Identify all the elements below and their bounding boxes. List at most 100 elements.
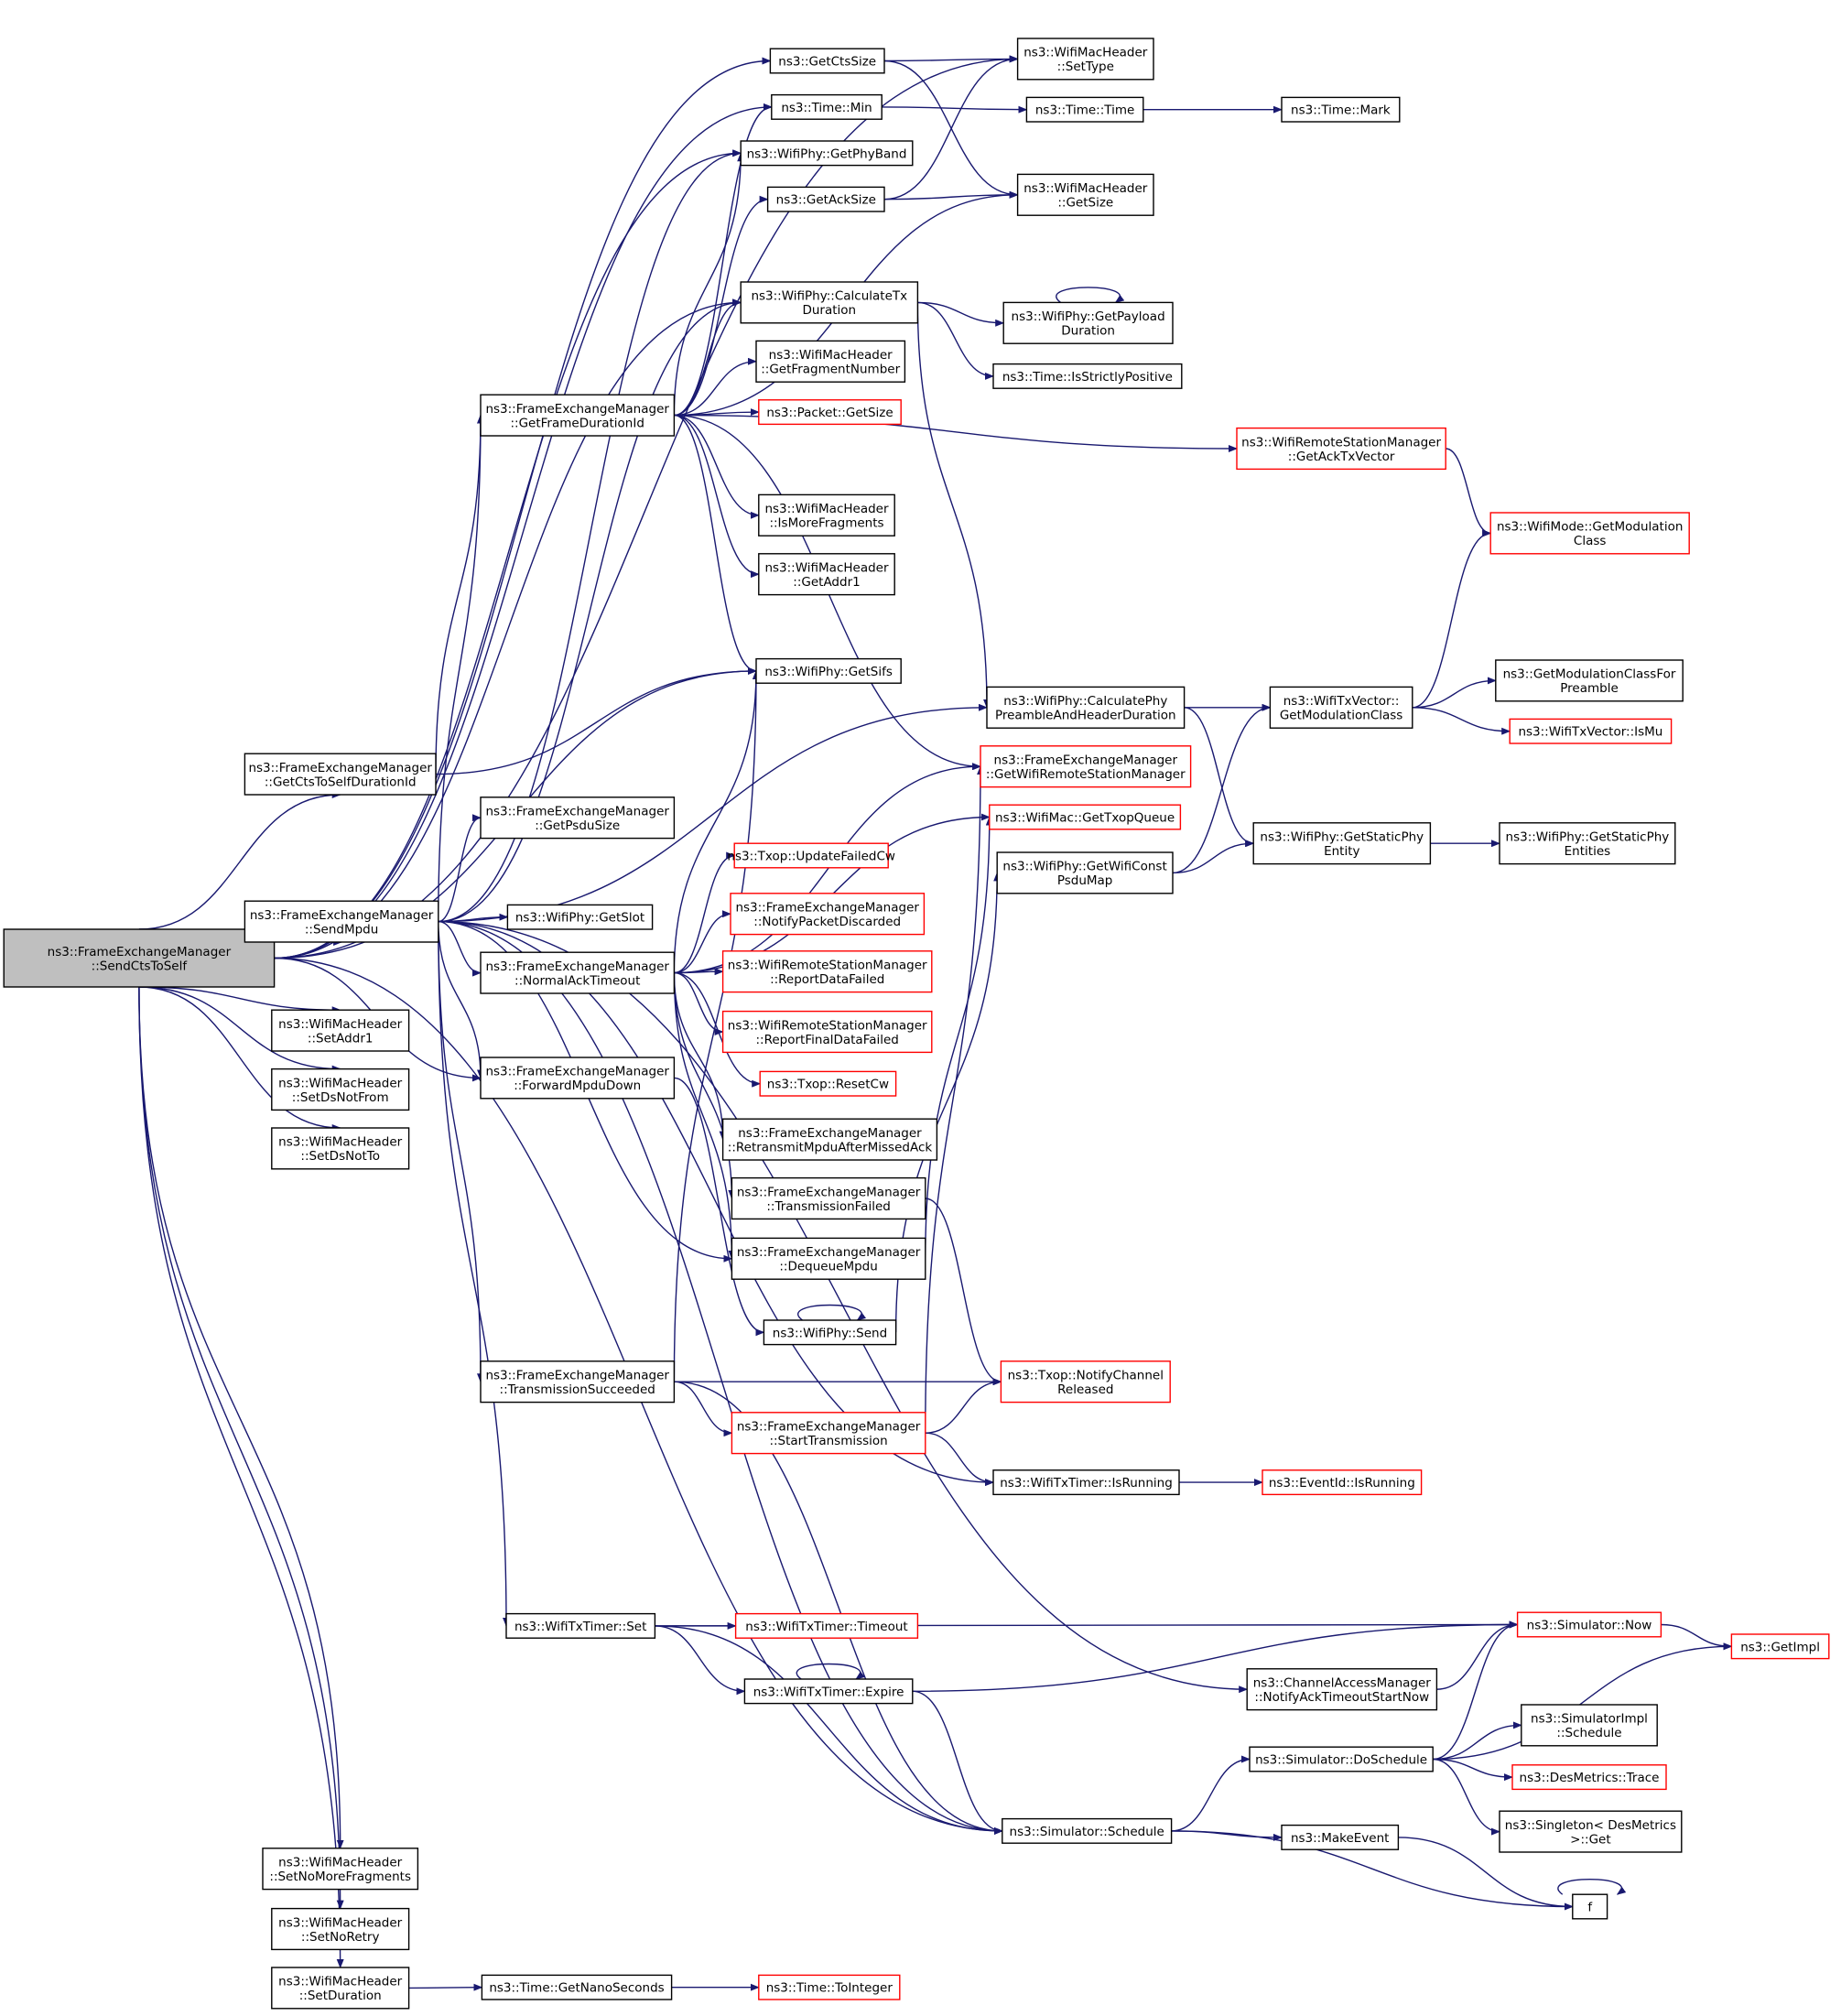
edge-dosched-to-singleton	[1433, 1758, 1500, 1836]
node-ismu[interactable]: ns3::WifiTxVector::IsMu	[1509, 718, 1673, 744]
edge-sendmpdu-to-getphyband	[438, 149, 742, 923]
node-simsched[interactable]: ns3::Simulator::Schedule	[1002, 1817, 1173, 1844]
node-getnanosec[interactable]: ns3::Time::GetNanoSeconds	[481, 1974, 673, 2000]
node-box	[3, 928, 276, 988]
node-f[interactable]: f	[1572, 1893, 1608, 1920]
node-tointeger[interactable]: ns3::Time::ToInteger	[758, 1974, 901, 2000]
node-label: ::NotifyAckTimeoutStartNow	[1254, 1690, 1429, 1705]
node-simnow[interactable]: ns3::Simulator::Now	[1516, 1611, 1662, 1638]
node-repdatafail[interactable]: ns3::WifiRemoteStationManager::ReportDat…	[721, 950, 933, 993]
node-getaddr1[interactable]: ns3::WifiMacHeader::GetAddr1	[758, 553, 895, 596]
node-fwdmpdu[interactable]: ns3::FrameExchangeManager::ForwardMpduDo…	[480, 1057, 676, 1100]
node-strictpos[interactable]: ns3::Time::IsStrictlyPositive	[992, 363, 1183, 389]
edge-dequeue-to-gettxopq	[925, 816, 993, 1259]
node-setduration[interactable]: ns3::WifiMacHeader::SetDuration	[271, 1967, 410, 2010]
node-ismorefrag[interactable]: ns3::WifiMacHeader::IsMoreFragments	[758, 493, 895, 537]
node-sendmpdu[interactable]: ns3::FrameExchangeManager::SendMpdu	[244, 900, 439, 943]
node-calcphy[interactable]: ns3::WifiPhy::CalculatePhyPreambleAndHea…	[986, 686, 1186, 729]
node-packetgetsize[interactable]: ns3::Packet::GetSize	[758, 399, 902, 426]
node-getctsdur[interactable]: ns3::FrameExchangeManager::GetCtsToSelfD…	[244, 753, 437, 796]
node-setnoretry[interactable]: ns3::WifiMacHeader::SetNoRetry	[271, 1907, 410, 1951]
node-label: ::StartTransmission	[769, 1434, 887, 1448]
node-singleton[interactable]: ns3::Singleton< DesMetrics>::Get	[1499, 1810, 1683, 1853]
node-getframedur[interactable]: ns3::FrameExchangeManager::GetFrameDurat…	[480, 394, 676, 437]
node-retransmit[interactable]: ns3::FrameExchangeManager::RetransmitMpd…	[721, 1118, 938, 1161]
node-notifydisc[interactable]: ns3::FrameExchangeManager::NotifyPacketD…	[730, 893, 926, 936]
node-timerset[interactable]: ns3::WifiTxTimer::Set	[505, 1612, 656, 1639]
node-getctssize[interactable]: ns3::GetCtsSize	[769, 48, 885, 74]
node-setaddr1[interactable]: ns3::WifiMacHeader::SetAddr1	[271, 1009, 410, 1052]
node-repfinalfail[interactable]: ns3::WifiRemoteStationManager::ReportFin…	[721, 1010, 933, 1054]
node-starttx[interactable]: ns3::FrameExchangeManager::StartTransmis…	[731, 1412, 926, 1455]
node-notifyack[interactable]: ns3::ChannelAccessManager::NotifyAckTime…	[1246, 1668, 1438, 1711]
node-timemark[interactable]: ns3::Time::Mark	[1281, 96, 1401, 123]
node-getsifs[interactable]: ns3::WifiPhy::GetSifs	[755, 657, 902, 684]
node-getslot[interactable]: ns3::WifiPhy::GetSlot	[506, 904, 654, 930]
edge-getctsdur-to-getframedur	[435, 414, 484, 775]
node-txsucc[interactable]: ns3::FrameExchangeManager::TransmissionS…	[480, 1360, 676, 1404]
edge-txvgetclass-to-modgetclass	[1412, 529, 1492, 709]
node-box	[758, 553, 895, 596]
node-label: ns3::FrameExchangeManager	[738, 1126, 922, 1141]
node-getpsdusize[interactable]: ns3::FrameExchangeManager::GetPsduSize	[480, 797, 676, 840]
node-timerisrun[interactable]: ns3::WifiTxTimer::IsRunning	[992, 1469, 1180, 1496]
node-dequeue[interactable]: ns3::FrameExchangeManager::DequeueMpdu	[731, 1237, 926, 1280]
edge-getctssize-to-settype	[883, 55, 1019, 63]
node-timetime[interactable]: ns3::Time::Time	[1025, 96, 1144, 123]
node-getimpl[interactable]: ns3::GetImpl	[1730, 1633, 1830, 1660]
node-label: ns3::DesMetrics::Trace	[1520, 1771, 1660, 1785]
node-getfragnum[interactable]: ns3::WifiMacHeader::GetFragmentNumber	[755, 340, 906, 383]
node-eventisrun[interactable]: ns3::EventId::IsRunning	[1262, 1469, 1423, 1496]
node-root[interactable]: ns3::FrameExchangeManager::SendCtsToSelf	[3, 928, 276, 988]
node-label: ns3::WifiPhy::GetPayload	[1012, 309, 1165, 324]
node-modgetclass[interactable]: ns3::WifiMode::GetModulationClass	[1489, 512, 1690, 555]
node-timemin[interactable]: ns3::Time::Min	[771, 93, 883, 120]
node-box	[980, 745, 1192, 788]
node-label: ns3::ChannelAccessManager	[1253, 1675, 1432, 1690]
node-gettxopq[interactable]: ns3::WifiMac::GetTxopQueue	[989, 804, 1182, 830]
node-resetcw[interactable]: ns3::Txop::ResetCw	[759, 1070, 897, 1097]
node-label: Released	[1057, 1382, 1113, 1397]
node-normalack[interactable]: ns3::FrameExchangeManager::NormalAckTime…	[480, 951, 676, 994]
node-getwrsm[interactable]: ns3::FrameExchangeManager::GetWifiRemote…	[980, 745, 1192, 788]
node-box	[480, 1057, 676, 1100]
edge-getframedur-to-getfragnum	[674, 357, 757, 417]
node-simimplsched[interactable]: ns3::SimulatorImpl::Schedule	[1521, 1704, 1658, 1747]
node-txvgetclass[interactable]: ns3::WifiTxVector::GetModulationClass	[1269, 686, 1413, 729]
node-label: f	[1587, 1901, 1593, 1915]
node-updfailcw[interactable]: ns3::Txop::UpdateFailedCw	[727, 842, 895, 869]
node-setdsnotto[interactable]: ns3::WifiMacHeader::SetDsNotTo	[271, 1127, 410, 1170]
node-timerexpire[interactable]: ns3::WifiTxTimer::Expire	[743, 1678, 914, 1705]
edge-txsucc-to-getsifs	[673, 669, 760, 1382]
node-box	[755, 657, 902, 684]
node-getphyband[interactable]: ns3::WifiPhy::GetPhyBand	[740, 140, 914, 167]
node-setdsnotfrom[interactable]: ns3::WifiMacHeader::SetDsNotFrom	[271, 1068, 410, 1111]
node-label: ns3::WifiPhy::GetStaticPhy	[1260, 829, 1424, 844]
edge-timerexpire-to-timerexpire	[796, 1663, 865, 1680]
node-getacksize[interactable]: ns3::GetAckSize	[766, 186, 885, 212]
node-label: ns3::WifiMacHeader	[278, 1915, 403, 1930]
node-dosched[interactable]: ns3::Simulator::DoSchedule	[1249, 1746, 1434, 1772]
edge-getframedur-to-getsifs	[674, 414, 757, 675]
node-txfailed[interactable]: ns3::FrameExchangeManager::TransmissionF…	[731, 1176, 926, 1220]
node-physend[interactable]: ns3::WifiPhy::Send	[763, 1319, 897, 1346]
edge-getwificonst-to-txvgetclass	[1172, 703, 1272, 874]
node-makeevent[interactable]: ns3::MakeEvent	[1281, 1824, 1400, 1850]
node-label: ns3::WifiRemoteStationManager	[1241, 435, 1441, 450]
node-destrace[interactable]: ns3::DesMetrics::Trace	[1511, 1764, 1667, 1791]
edge-root-to-setdsnotto	[138, 986, 341, 1132]
node-timertimeout[interactable]: ns3::WifiTxTimer::Timeout	[734, 1612, 919, 1639]
edge-root-to-setnomore	[138, 986, 344, 1849]
node-setnomore[interactable]: ns3::WifiMacHeader::SetNoMoreFragments	[262, 1848, 419, 1891]
node-getacktx[interactable]: ns3::WifiRemoteStationManager::GetAckTxV…	[1236, 427, 1446, 471]
node-macgetsize[interactable]: ns3::WifiMacHeader::GetSize	[1016, 173, 1154, 216]
node-box	[733, 842, 889, 869]
node-settype[interactable]: ns3::WifiMacHeader::SetType	[1016, 38, 1154, 81]
